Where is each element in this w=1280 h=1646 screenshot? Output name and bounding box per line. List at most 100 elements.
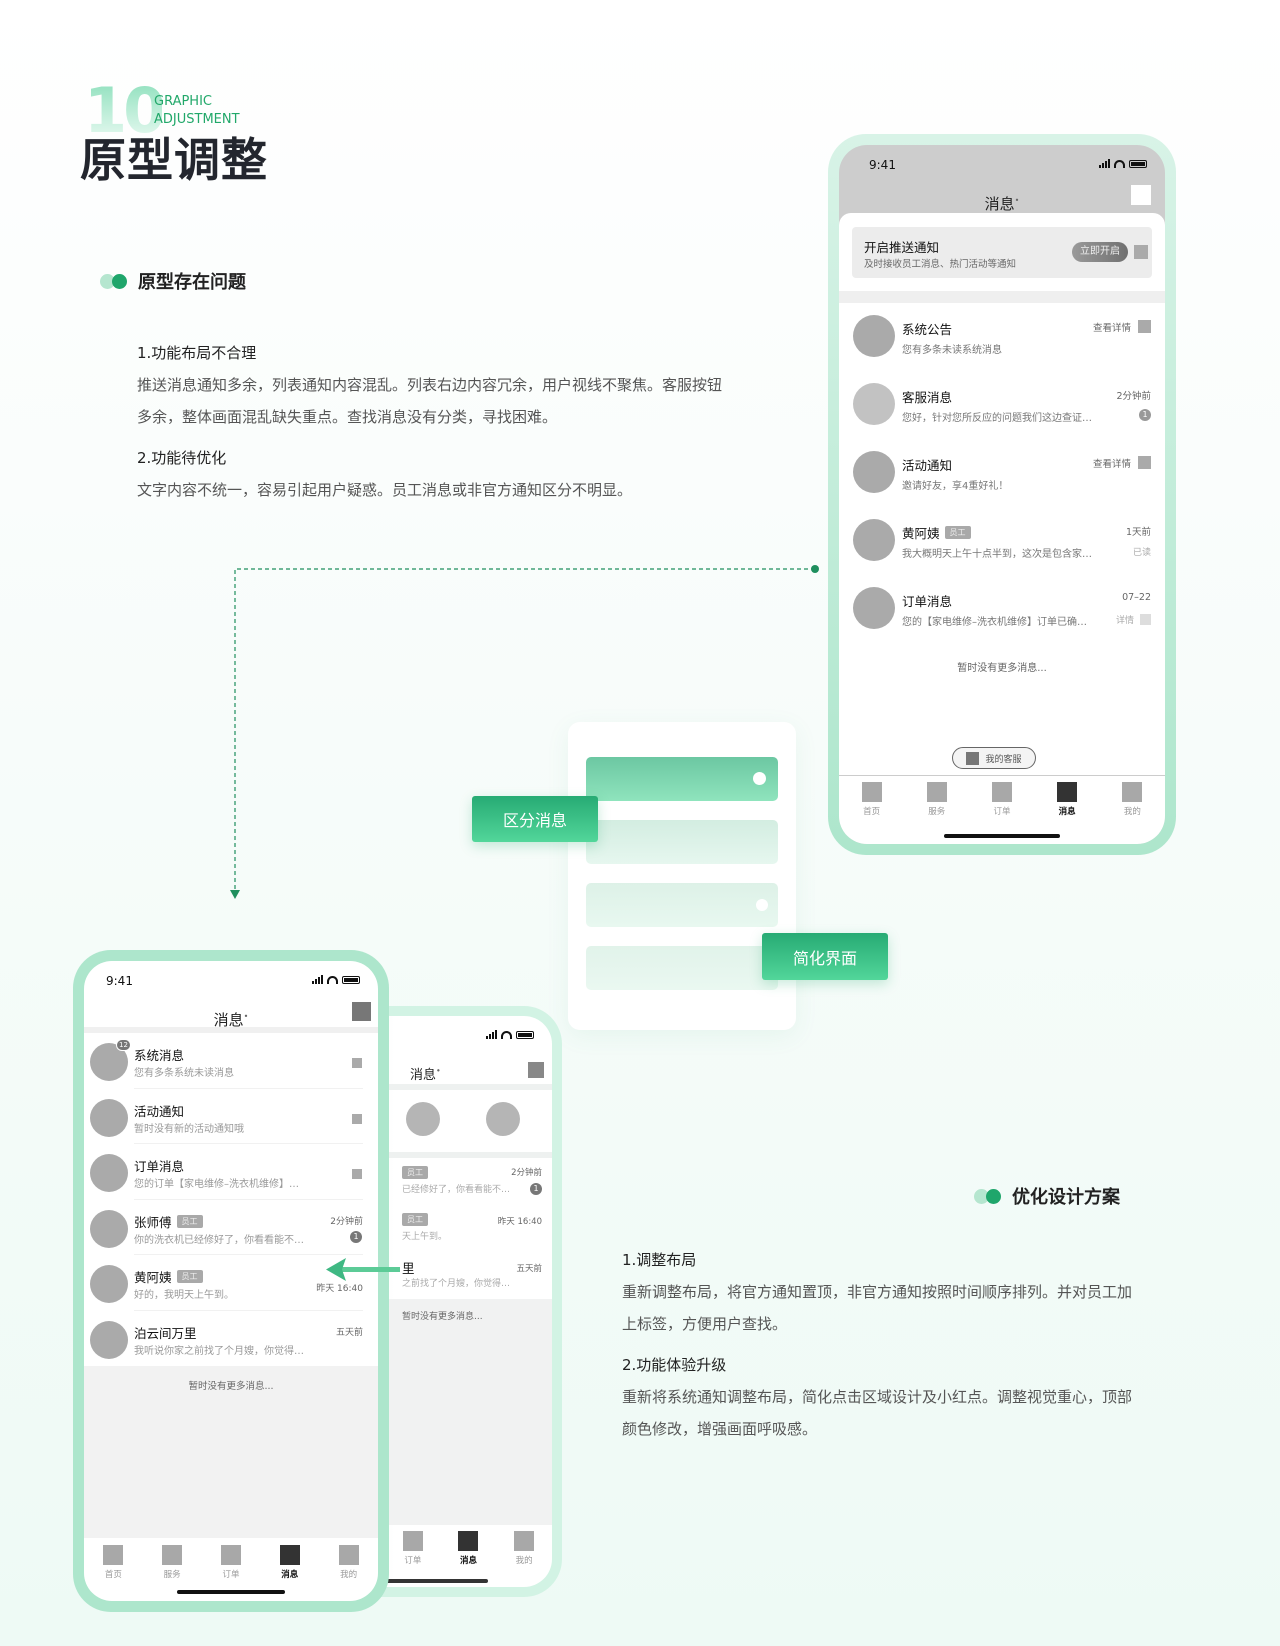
tab-bar: 首页 服务订单消息 我的 — [839, 782, 1165, 817]
tab-3[interactable]: 消息 — [1042, 782, 1092, 817]
status-icons — [312, 975, 360, 984]
tab-4[interactable]: 我的 — [1107, 782, 1157, 817]
list-item[interactable]: 黄阿姨员工好的，我明天上午到。昨天 16:40 — [84, 1255, 378, 1311]
placeholder-bar — [586, 946, 778, 990]
close-notice-icon[interactable] — [1134, 245, 1148, 259]
staff-tag: 员工 — [176, 1270, 203, 1283]
arrow-icon[interactable] — [352, 1058, 362, 1068]
arrow-icon[interactable] — [352, 1113, 362, 1124]
detail-icon[interactable] — [1138, 320, 1151, 333]
tab-2[interactable]: 我的 — [499, 1531, 549, 1566]
category-avatar[interactable] — [406, 1102, 440, 1136]
english-subtitle-1: GRAPHIC — [154, 94, 212, 109]
battery-icon — [342, 976, 360, 984]
my-service-button[interactable]: 我的客服 — [952, 747, 1036, 769]
header-action-icon[interactable] — [1131, 185, 1151, 205]
wifi-icon — [327, 976, 338, 984]
tab-icon — [103, 1545, 124, 1565]
tab-label: 服务 — [163, 1570, 181, 1580]
dots-icon — [974, 1188, 1002, 1204]
unread-badge: 1 — [530, 1183, 542, 1195]
list-item[interactable]: 活动通知邀请好友，享4重好礼！查看详情 — [839, 439, 1165, 507]
tab-bar: 订单 消息我的 — [385, 1531, 552, 1566]
staff-tag: 员工 — [402, 1213, 428, 1226]
page-title: 原型调整 — [80, 133, 268, 187]
status-icons — [1099, 159, 1147, 168]
detail-link[interactable]: 详情 — [1115, 616, 1134, 626]
list-item[interactable]: 系统公告您有多条未读系统消息查看详情 — [839, 303, 1165, 371]
item-title: 张师傅员工 — [134, 1212, 203, 1231]
tab-label: 消息 — [281, 1570, 299, 1580]
no-more-text: 暂时没有更多消息... — [402, 1312, 483, 1322]
item-time: 昨天 16:40 — [497, 1217, 542, 1227]
tab-icon — [926, 782, 947, 802]
item-subtitle: 我大概明天上午十点半到，这次是包含家… — [902, 549, 1092, 560]
tab-4[interactable]: 我的 — [324, 1545, 374, 1580]
arrow-left-icon — [326, 1258, 400, 1281]
tab-label: 订单 — [404, 1556, 422, 1566]
list-item[interactable]: 泊云间万里我听说你家之前找了个月嫂，你觉得…五天前 — [84, 1311, 378, 1367]
header-action-icon[interactable] — [528, 1062, 544, 1078]
tab-0[interactable]: 订单 — [388, 1531, 438, 1566]
tab-2[interactable]: 订单 — [977, 782, 1027, 817]
header-action-icon[interactable] — [352, 1002, 371, 1021]
list-item[interactable]: 里之前找了个月嫂，你觉得…五天前 — [290, 1252, 552, 1299]
list-item[interactable]: 员工天上午到。昨天 16:40 — [290, 1205, 552, 1252]
enable-push-button[interactable]: 立即开启 — [1072, 242, 1128, 262]
item-title-text: 泊云间万里 — [134, 1325, 197, 1341]
empty-area: 暂时没有更多消息... — [84, 1366, 378, 1538]
tab-0[interactable]: 首页 — [88, 1545, 138, 1580]
list-item[interactable]: 黄阿姨员工我大概明天上午十点半到，这次是包含家…1天前已读 — [839, 507, 1165, 575]
simplify-interface-label: 简化界面 — [762, 933, 888, 980]
staff-tag: 员工 — [176, 1214, 203, 1228]
list-item[interactable]: 订单消息您的订单【家电维修–洗衣机维修】… — [84, 1144, 378, 1200]
item-meta: 查看详情 — [1092, 323, 1131, 334]
tab-label: 消息 — [1058, 807, 1076, 817]
row-divider — [134, 1254, 363, 1255]
signal-icon — [312, 975, 323, 984]
problems-heading-text: 原型存在问题 — [138, 272, 246, 293]
battery-icon — [516, 1031, 534, 1039]
tab-0[interactable]: 首页 — [847, 782, 897, 817]
item-title: 泊云间万里 — [134, 1323, 197, 1342]
list-item[interactable]: 活动通知暂时没有新的活动通知哦 — [84, 1089, 378, 1144]
item-subtitle: 您的订单【家电维修–洗衣机维修】… — [134, 1179, 299, 1190]
tab-1[interactable]: 服务 — [147, 1545, 197, 1580]
avatar — [853, 587, 895, 629]
tab-1[interactable]: 服务 — [912, 782, 962, 817]
screen-title: 消息• — [213, 1011, 249, 1029]
item-subtitle: 好的，我明天上午到。 — [134, 1290, 234, 1301]
problem-title: 1.功能布局不合理 — [137, 344, 257, 362]
avatar — [90, 1209, 128, 1248]
detail-icon[interactable] — [1138, 456, 1151, 469]
category-avatar[interactable] — [486, 1102, 520, 1136]
arrow-icon[interactable] — [352, 1169, 362, 1179]
tab-2[interactable]: 订单 — [206, 1545, 256, 1580]
problem-text: 文字内容不统一，容易引起用户疑惑。员工消息或非官方通知区分不明显。 — [137, 481, 633, 499]
item-time: 昨天 16:40 — [316, 1284, 363, 1294]
item-subtitle: 暂时没有新的活动通知哦 — [134, 1123, 244, 1135]
item-subtitle: 您有多条未读系统消息 — [902, 345, 1002, 356]
read-status: 已读 — [1132, 548, 1151, 558]
divider — [84, 1027, 378, 1033]
placeholder-bar — [586, 883, 778, 927]
detail-icon[interactable] — [1140, 614, 1151, 625]
tab-3[interactable]: 消息 — [265, 1545, 315, 1580]
item-title-text: 张师傅 — [134, 1214, 172, 1230]
item-title-text: 订单消息 — [134, 1159, 185, 1174]
item-subtitle: 您好，针对您所反应的问题我们这边查证… — [902, 413, 1092, 424]
solution-list: 1.调整布局 重新调整布局，将官方通知置顶，非官方通知按照时间顺序排列。并对员工… — [622, 1249, 1142, 1459]
item-title-text: 客服消息 — [902, 390, 953, 405]
tab-1[interactable]: 消息 — [443, 1531, 493, 1566]
tab-label: 首页 — [863, 807, 881, 817]
tab-icon — [1057, 782, 1078, 802]
item-title: 活动通知 — [134, 1101, 184, 1120]
staff-tag: 员工 — [944, 526, 971, 539]
placeholder-bar — [586, 820, 778, 864]
tab-label: 我的 — [515, 1556, 533, 1566]
